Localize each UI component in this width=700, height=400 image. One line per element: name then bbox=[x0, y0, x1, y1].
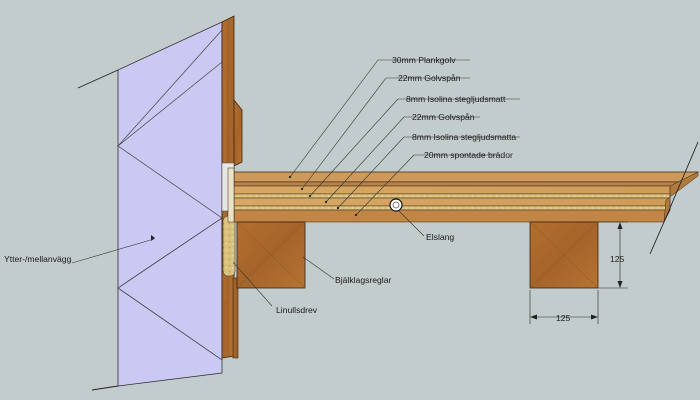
wall-label: Ytter-/mellanvägg bbox=[4, 254, 72, 264]
joist-right bbox=[529, 221, 599, 289]
dimension-height-label: 125 bbox=[610, 254, 625, 264]
leader-dots bbox=[288, 175, 358, 217]
wall-leader bbox=[71, 238, 155, 264]
pipe-label: Elslang bbox=[426, 232, 454, 242]
layer-label-1: 30mm Plankgolv bbox=[392, 55, 456, 65]
layer-label-3: 8mm Isolina stegljudsmatt bbox=[406, 94, 506, 104]
joist-leader bbox=[302, 256, 335, 280]
layer-label-2: 22mm Golvspån bbox=[398, 73, 461, 83]
layer-label-6: 20mm spontade brädor bbox=[424, 150, 513, 160]
caulk-leader bbox=[232, 261, 273, 307]
section-cut-line bbox=[663, 141, 699, 223]
layer-label-4: 22mm Golvspån bbox=[412, 112, 475, 122]
joist-label: Bjälklagsreglar bbox=[335, 275, 392, 285]
floor-build-up bbox=[227, 167, 700, 223]
dimension-width-label: 125 bbox=[556, 313, 571, 323]
section-cut-line-lower bbox=[649, 221, 665, 255]
layer-leaders bbox=[289, 59, 520, 216]
dimension-height bbox=[598, 221, 628, 289]
caulk-label: Linullsdrev bbox=[276, 305, 318, 315]
joist-left bbox=[236, 221, 306, 289]
outer-wall bbox=[77, 21, 223, 391]
layer-label-5: 8mm Isolina stegljudsmatta bbox=[412, 132, 516, 142]
electrical-conduit bbox=[389, 198, 403, 212]
pipe-leader bbox=[398, 210, 425, 237]
dimension-width bbox=[529, 290, 599, 324]
